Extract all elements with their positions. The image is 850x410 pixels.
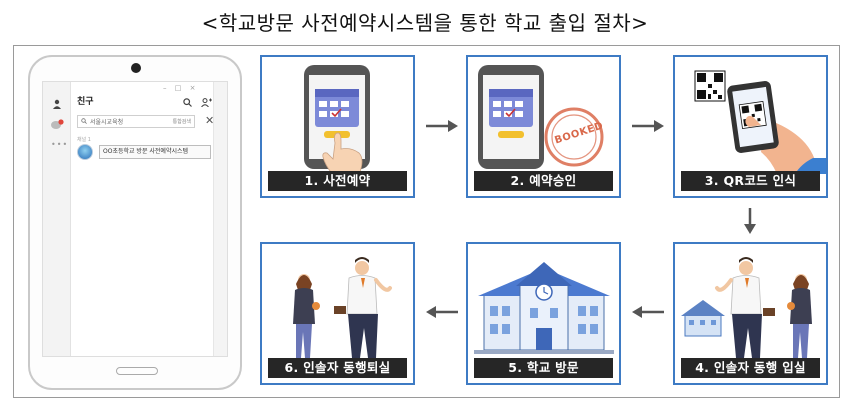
channel-section-label: 채널 1 (77, 137, 91, 143)
step-4-label: 4. 인솔자 동행 입실 (681, 358, 820, 378)
header-icons (183, 92, 212, 111)
page-title: <학교방문 사전예약시스템을 통한 학교 출입 절차> (201, 11, 649, 35)
step-6-escorted-exit: 6. 인솔자 동행퇴실 (260, 242, 415, 385)
step-1-label: 1. 사전예약 (268, 171, 407, 191)
phone-mockup: ••• – □ × 친구 서울시교육청 통합검색 ✕ 채널 1 OO초등학교 방… (28, 55, 242, 390)
step-5-school-visit: 5. 학교 방문 (466, 242, 621, 385)
step-6-label: 6. 인솔자 동행퇴실 (268, 358, 407, 378)
friends-tab-icon[interactable] (52, 94, 62, 113)
school-building-icon (474, 262, 614, 354)
chat-tab-icon[interactable] (50, 116, 64, 135)
channel-avatar (77, 144, 93, 160)
escorted-exit-people-icon (293, 257, 392, 358)
phone-booked-stamp-icon (478, 65, 604, 169)
add-friend-icon[interactable] (201, 92, 212, 111)
window-controls[interactable]: – □ × (163, 84, 199, 92)
camera-dot (131, 63, 141, 73)
friends-header: 친구 (77, 97, 94, 107)
step-3-qr-scan: 3. QR코드 인식 (673, 55, 828, 198)
arrow-right-icon (632, 120, 664, 132)
step-4-escorted-entry: 4. 인솔자 동행 입실 (673, 242, 828, 385)
arrow-down-icon (744, 208, 756, 234)
search-field-icon (81, 117, 87, 126)
scrollbar[interactable] (213, 82, 227, 356)
step-2-approval: BOOKED 2. 예약승인 (466, 55, 621, 198)
integrated-search-tag[interactable]: 통합검색 (172, 119, 191, 125)
escorted-entry-people-icon (681, 257, 812, 358)
step-1-pre-reservation: 1. 사전예약 (260, 55, 415, 198)
channel-list-item[interactable]: OO초등학교 방문 사전예약시스템 (77, 144, 211, 160)
phone-calendar-tap-icon (304, 65, 370, 174)
step-2-label: 2. 예약승인 (474, 171, 613, 191)
step-5-label: 5. 학교 방문 (474, 358, 613, 378)
home-button[interactable] (116, 367, 158, 375)
close-search-icon[interactable]: ✕ (205, 114, 215, 127)
step-3-label: 3. QR코드 인식 (681, 171, 820, 191)
phone-screen: ••• – □ × 친구 서울시교육청 통합검색 ✕ 채널 1 OO초등학교 방… (42, 81, 228, 357)
app-sidebar: ••• (43, 82, 71, 356)
search-query: 서울시교육청 (90, 119, 124, 126)
channel-name: OO초등학교 방문 사전예약시스템 (99, 145, 211, 159)
search-input[interactable]: 서울시교육청 통합검색 (77, 115, 195, 128)
arrow-right-icon (426, 120, 458, 132)
qr-scan-phone-icon (694, 70, 826, 174)
more-icon[interactable]: ••• (51, 140, 69, 149)
arrow-left-icon (426, 306, 458, 318)
arrow-left-icon (632, 306, 664, 318)
search-icon[interactable] (183, 92, 192, 111)
